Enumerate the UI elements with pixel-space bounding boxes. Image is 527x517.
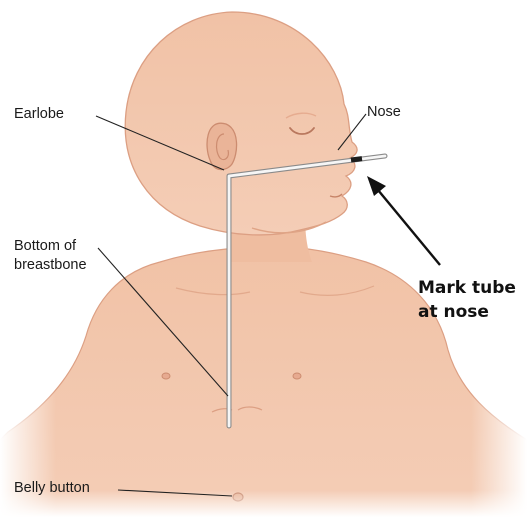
nipple-left: [162, 373, 170, 379]
nipple-right: [293, 373, 301, 379]
infant-ear: [207, 123, 237, 169]
mark-tube-at-nose-callout: Mark tube at nose: [418, 276, 516, 324]
nose-label: Nose: [367, 103, 401, 122]
bottom-of-breastbone-line-1: Bottom of: [14, 237, 87, 256]
earlobe-label: Earlobe: [14, 105, 64, 124]
mark-tube-line-1: Mark tube: [418, 276, 516, 300]
tube-mark: [351, 159, 362, 160]
bottom-of-breastbone-line-2: breastbone: [14, 256, 87, 275]
infant-head: [125, 12, 357, 235]
belly-button-label: Belly button: [14, 479, 90, 498]
mark-tube-line-2: at nose: [418, 300, 516, 324]
arrow: [367, 176, 440, 265]
bottom-of-breastbone-label: Bottom of breastbone: [14, 237, 87, 275]
